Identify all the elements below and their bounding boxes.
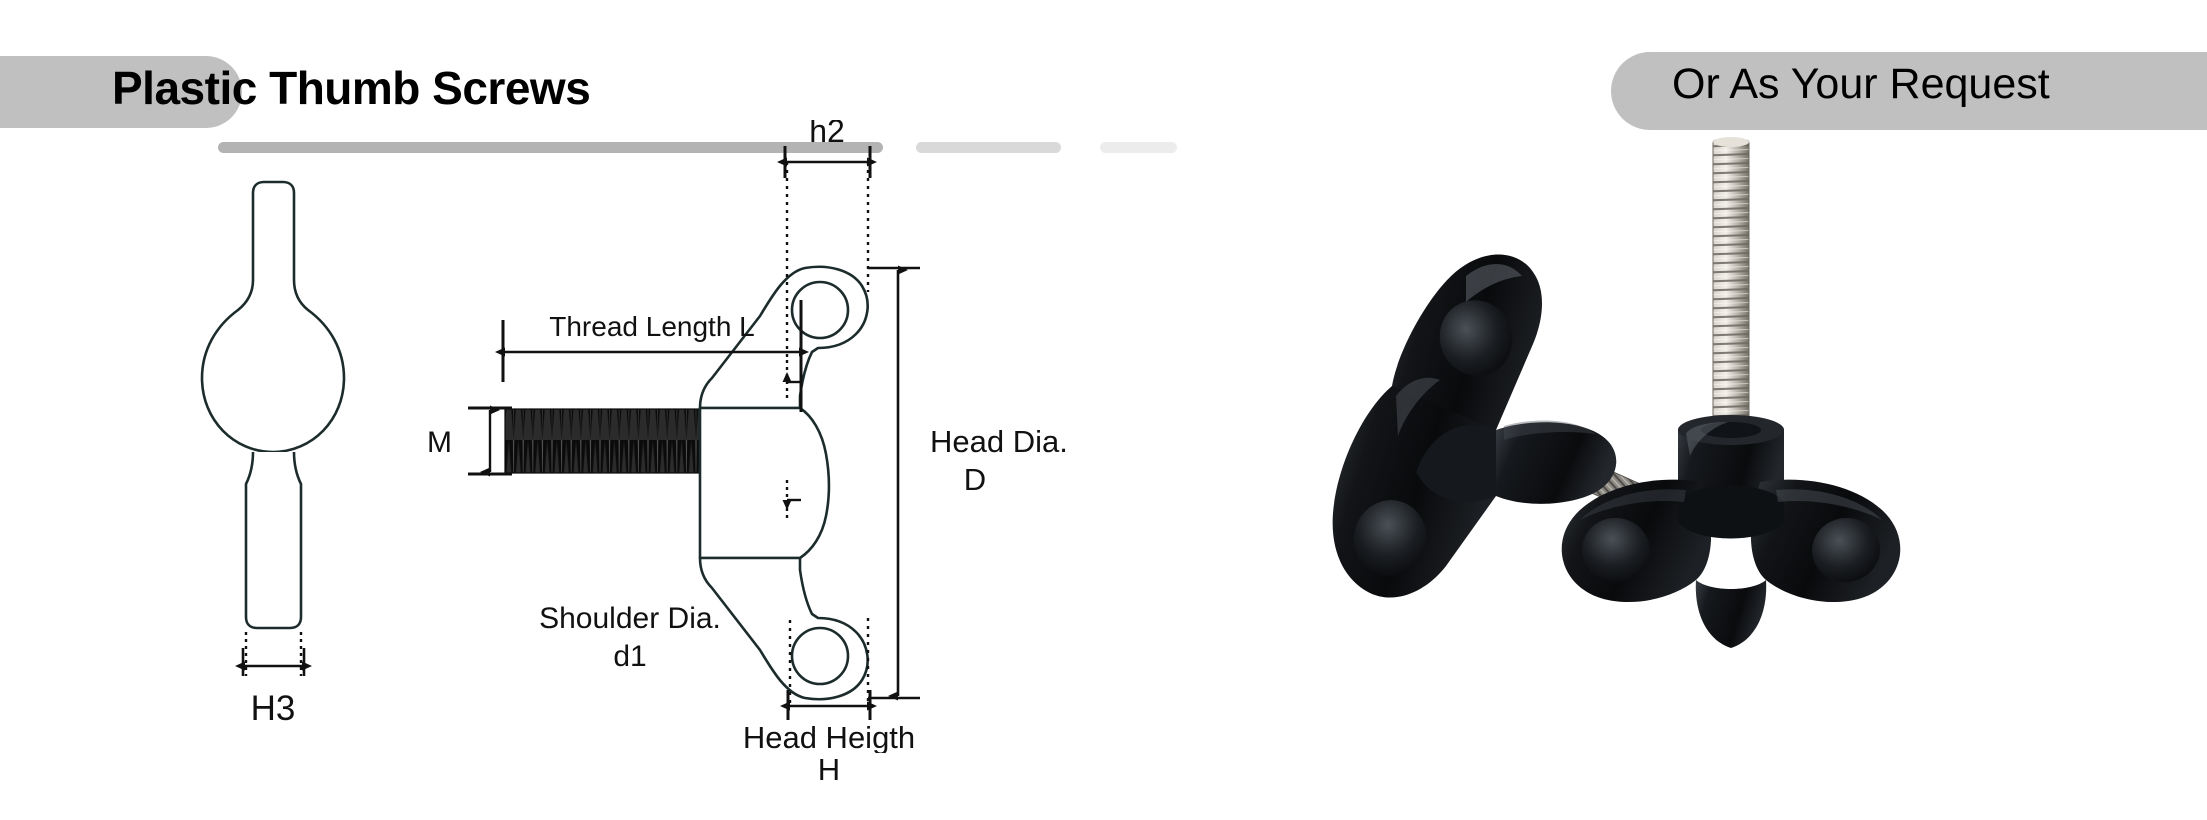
head-dia-label: Head Dia. — [930, 424, 1068, 459]
thread-length-label: Thread Length L — [549, 311, 755, 342]
header-rule-segment-2 — [916, 142, 1061, 153]
thread-diameter-label: M — [427, 426, 452, 459]
header-rule-segment-3 — [1100, 142, 1177, 153]
head-dia-symbol: D — [964, 462, 986, 497]
main-view-figure: Thread Length L M Shoulder Dia. d1 h2 He… — [427, 120, 1068, 753]
product-photo — [1290, 130, 1990, 690]
knob-upright — [1561, 137, 1901, 648]
technical-drawing: H3 Thread Length L M Shoulder Dia. d1 — [0, 120, 1250, 753]
head-thickness-label: h2 — [809, 120, 845, 149]
left-banner-pill — [0, 56, 242, 128]
right-banner-label: Or As Your Request — [1672, 60, 2050, 108]
side-view-dimension-label: H3 — [251, 689, 296, 728]
knob-tilted — [1332, 254, 1654, 598]
page-header: Plastic Thumb Screws Or As Your Request — [0, 0, 2207, 160]
head-height-label: Head Heigth — [743, 720, 915, 753]
right-banner-pill — [1611, 52, 2207, 130]
shoulder-dia-label: Shoulder Dia. — [539, 602, 721, 635]
shoulder-dia-symbol: d1 — [613, 640, 646, 673]
header-rule-segment-1 — [218, 142, 883, 153]
head-height-symbol: H — [817, 752, 841, 787]
page-title: Plastic Thumb Screws — [112, 62, 591, 114]
side-view-figure: H3 — [200, 180, 346, 728]
